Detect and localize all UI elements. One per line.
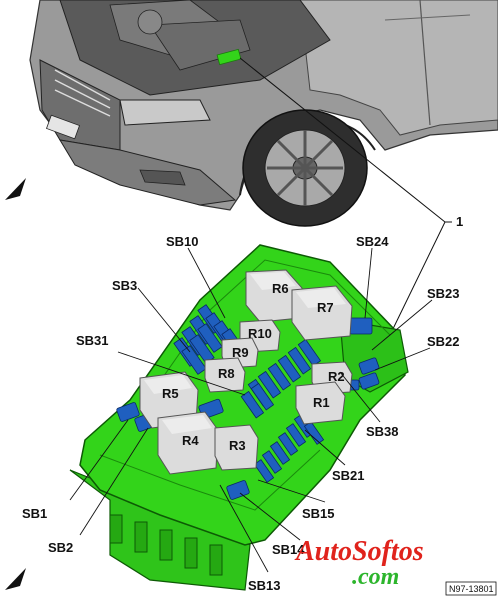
fuse-label-sb31: SB31 — [76, 333, 109, 348]
direction-arrow-icon — [5, 178, 26, 200]
relay-label: R8 — [218, 366, 235, 381]
relay-label: R3 — [229, 438, 246, 453]
fuse-label-sb14: SB14 — [272, 542, 305, 557]
figure-code-box — [445, 581, 497, 596]
fuse-label-sb22: SB22 — [427, 334, 460, 349]
relay-label: R6 — [272, 281, 289, 296]
fuse-label-sb23: SB23 — [427, 286, 460, 301]
fuse-label-sb21: SB21 — [332, 468, 365, 483]
fuse-label-sb13: SB13 — [248, 578, 281, 593]
figure-code: N97-13801 — [449, 584, 494, 594]
fuse-label-sb1: SB1 — [22, 506, 47, 521]
callout-lines — [239, 57, 452, 336]
fuse-label-sb3: SB3 — [112, 278, 137, 293]
callout-number: 1 — [456, 214, 463, 229]
watermark-line2: .com — [352, 564, 399, 590]
fuse-label-sb2: SB2 — [48, 540, 73, 555]
fuse-label-sb24: SB24 — [356, 234, 389, 249]
relay-label: R5 — [162, 386, 179, 401]
relay-label: R4 — [182, 433, 199, 448]
watermark-line1: AutoSoftos — [294, 536, 424, 567]
fuse-box — [69, 244, 409, 591]
fuse-label-sb10: SB10 — [166, 234, 199, 249]
direction-arrow-icon — [5, 568, 26, 590]
relay-label: R2 — [328, 369, 345, 384]
relay-r3 — [214, 424, 259, 471]
car-illustration — [29, 0, 498, 227]
relay-r1 — [295, 381, 346, 425]
relay-label: R9 — [232, 345, 249, 360]
relay-r8 — [204, 357, 246, 393]
relay-label: R10 — [248, 326, 272, 341]
fuse-leader-lines — [69, 247, 433, 573]
fuse-label-sb15: SB15 — [302, 506, 335, 521]
relay-label: R1 — [313, 395, 330, 410]
relay-label: R7 — [317, 300, 334, 315]
fuse-label-sb38: SB38 — [366, 424, 399, 439]
